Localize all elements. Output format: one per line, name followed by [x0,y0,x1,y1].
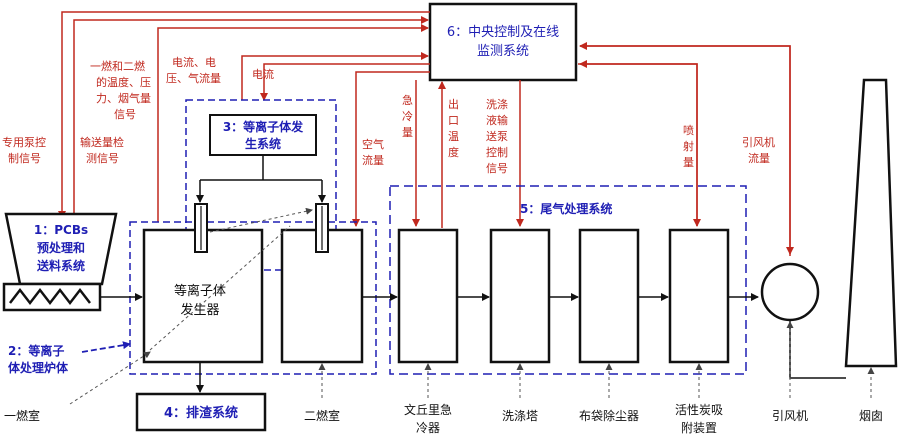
chimney-icon [844,78,898,368]
exhaust-system-label: 5：尾气处理系统 [520,201,612,216]
venturi-box [397,228,459,364]
plasma-generation-line1: 3：等离子体发 [223,119,304,134]
pcbs-line1: 1：PCBs [34,223,88,237]
slag-system-label: 4：排渣系统 [164,405,238,421]
label-pump-control-2: 制信号 [8,152,41,165]
label-fan: 引风机 [772,409,808,423]
label-feed-detect-1: 输送量检 [80,135,124,149]
central-control-box [428,2,578,82]
central-control-line2: 监测系统 [477,44,529,59]
label-quench-2: 冷 [402,110,413,123]
label-current-voltage-2: 压、气流量 [166,71,221,85]
pcbs-line3: 送料系统 [36,258,85,273]
furnace-body-line2: 体处理炉体 [8,360,69,375]
label-spray-2: 射 [683,139,694,153]
plasma-generation-line2: 生系统 [245,136,281,151]
label-temp-pressure-2: 的温度、压 [96,75,151,89]
signal-labels: 专用泵控 制信号 输送量检 测信号 一燃和二燃 的温度、压 力、烟气量 信号 电… [2,55,775,175]
pcbs-hopper [4,212,118,286]
central-control-line1: 6：中央控制及在线 [447,25,559,40]
label-venturi-1: 文丘里急 [404,402,452,417]
label-primary-chamber: 一燃室 [4,408,40,423]
label-bag-filter: 布袋除尘器 [579,408,639,423]
label-chimney: 烟囱 [859,409,883,423]
slag-system-box [135,392,267,432]
label-outlet-temp-4: 度 [448,145,459,159]
label-washing-pump-2: 液输 [486,113,508,127]
component-labels: 一燃室 二燃室 文丘里急 冷器 洗涤塔 布袋除尘器 活性炭吸 附装置 引风机 烟… [4,402,883,435]
pcbs-line2: 预处理和 [37,240,85,255]
label-secondary-chamber: 二燃室 [304,408,340,423]
label-washing-pump-3: 送泵 [486,129,508,143]
label-carbon-adsorber-1: 活性炭吸 [675,403,723,417]
label-air-flow-2: 流量 [362,153,384,167]
label-washing-pump-1: 洗涤 [486,97,508,111]
induced-fan-icon [760,262,820,322]
label-outlet-temp-1: 出 [448,97,459,111]
label-scrubber: 洗涤塔 [502,409,538,423]
label-temp-pressure-4: 信号 [114,108,136,121]
carbon-adsorber-box [668,228,730,364]
label-air-flow-1: 空气 [362,137,384,151]
label-spray-3: 量 [683,156,694,169]
bag-filter-box [578,228,640,364]
label-fan-flow-1: 引风机 [742,135,775,149]
label-current: 电流 [252,67,274,81]
label-quench-1: 急 [402,93,413,107]
label-feed-detect-2: 测信号 [86,152,119,165]
label-fan-flow-2: 流量 [748,151,770,165]
exhaust-system-group [389,185,747,375]
label-temp-pressure-1: 一燃和二燃 [90,59,145,73]
furnace-body-group [129,221,377,375]
label-outlet-temp-2: 口 [448,114,459,127]
scrubber-box [489,228,551,364]
label-current-voltage-1: 电流、电 [172,55,216,69]
label-temp-pressure-3: 力、烟气量 [96,91,151,105]
plasma-generation-group [185,99,337,271]
label-spray-1: 喷 [683,124,694,137]
label-washing-pump-5: 信号 [486,162,508,175]
plasma-generation-box [209,114,317,156]
label-carbon-adsorber-2: 附装置 [681,421,717,435]
label-washing-pump-4: 控制 [486,145,508,159]
torch-connectors [196,155,326,203]
label-venturi-2: 冷器 [416,421,440,435]
signal-lines [58,11,794,256]
label-pump-control-1: 专用泵控 [2,135,46,149]
label-quench-3: 量 [402,126,413,139]
plasma-generator-line1: 等离子体 [174,283,226,299]
furnace-body-line1: 2：等离子 [8,343,64,358]
component-pointers [69,321,875,405]
screw-feeder-icon [9,287,91,306]
plasma-generator-line2: 发生器 [180,302,219,318]
label-outlet-temp-3: 温 [448,130,459,143]
